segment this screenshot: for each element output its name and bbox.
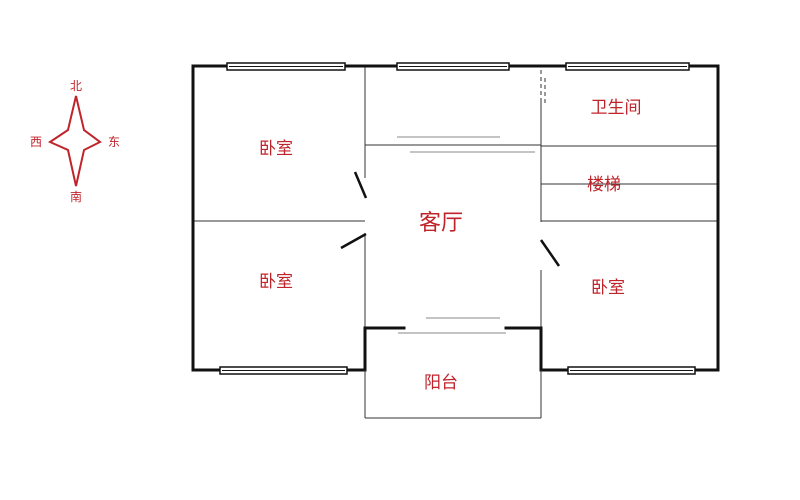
wall-west-south (191, 64, 406, 372)
compass-rose: 北 南 东 西 (30, 79, 120, 204)
interior-partitions (193, 66, 718, 334)
room-label-bedroom-se: 卧室 (591, 278, 625, 298)
door-bedroom-nw (353, 171, 368, 199)
room-label-living-room: 客厅 (419, 211, 463, 236)
doors (340, 171, 561, 267)
window-north-3 (565, 62, 690, 71)
room-labels: 卧室 卧室 卧室 客厅 卫生间 楼梯 阳台 (259, 98, 642, 393)
compass-south-label: 南 (70, 189, 82, 204)
room-label-stairs: 楼梯 (587, 175, 621, 195)
windows (219, 62, 696, 375)
balcony-outline (364, 370, 542, 419)
room-label-bathroom: 卫生间 (591, 98, 642, 118)
window-south-2 (567, 366, 696, 375)
room-label-balcony: 阳台 (424, 373, 458, 393)
compass-west-label: 西 (30, 135, 42, 149)
window-north-1 (226, 62, 346, 71)
door-bedroom-se (539, 239, 561, 267)
compass-north-label: 北 (70, 79, 82, 93)
room-label-bedroom-sw: 卧室 (259, 272, 293, 292)
window-north-2 (396, 62, 510, 71)
window-south-1 (219, 366, 348, 375)
compass-east-label: 东 (108, 135, 120, 149)
compass-star-icon (47, 95, 102, 187)
door-bedroom-sw (340, 232, 367, 250)
room-label-bedroom-nw: 卧室 (259, 139, 293, 159)
